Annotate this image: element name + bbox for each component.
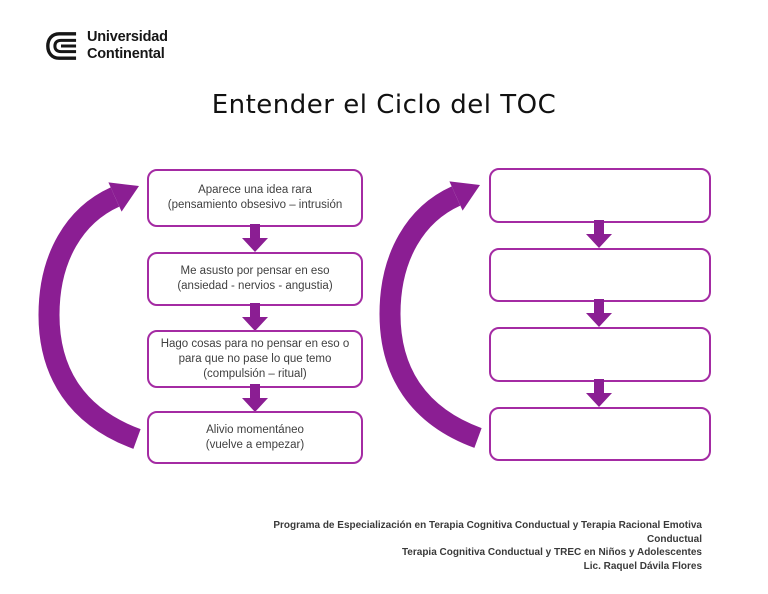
flow-box-me-asusto: Me asusto por pensar en eso (ansiedad - … xyxy=(147,252,363,306)
box-text-line: Aparece una idea rara xyxy=(198,184,312,196)
box-text-line: (vuelve a empezar) xyxy=(205,438,305,451)
down-arrow-icon xyxy=(242,224,268,252)
down-arrow-icon xyxy=(242,384,268,412)
box-text-line: Hago cosas para no pensar en eso o xyxy=(160,337,350,350)
university-logo: Universidad Continental xyxy=(45,28,168,64)
logo-text: Universidad Continental xyxy=(87,29,168,63)
footer-line: Programa de Especialización en Terapia C… xyxy=(273,520,702,545)
footer-line: Lic. Raquel Dávila Flores xyxy=(583,560,702,572)
logo-line2: Continental xyxy=(87,46,165,62)
box-text-line: para que no pase lo que temo xyxy=(178,352,332,365)
box-text-line: Me asusto por pensar en eso xyxy=(180,265,330,277)
box-text-line: (pensamiento obsesivo – intrusión xyxy=(167,199,343,211)
box-text-line: (ansiedad - nervios - angustia) xyxy=(177,280,333,292)
flow-box-idea-rara: Aparece una idea rara (pensamiento obses… xyxy=(147,169,363,227)
logo-line1: Universidad xyxy=(87,29,168,45)
flow-box-empty-3 xyxy=(489,327,711,382)
page-title: Entender el Ciclo del TOC xyxy=(211,90,557,120)
box-text-line: (compulsión – ritual) xyxy=(203,367,307,380)
universidad-continental-logo-icon xyxy=(46,32,77,60)
down-arrow-icon xyxy=(242,303,268,331)
flow-box-empty-2 xyxy=(489,248,711,302)
footer-credits: Programa de Especialización en Terapia C… xyxy=(222,519,702,573)
flow-box-empty-1 xyxy=(489,168,711,223)
box-text-line: Alivio momentáneo xyxy=(206,423,304,436)
flow-box-alivio: Alivio momentáneo (vuelve a empezar) xyxy=(147,411,363,464)
down-arrow-icon xyxy=(586,299,612,327)
down-arrow-icon xyxy=(586,379,612,407)
flow-box-empty-4 xyxy=(489,407,711,461)
cycle-arrow-icon xyxy=(379,181,482,448)
cycle-arrow-icon xyxy=(38,182,141,449)
flow-box-hago-cosas: Hago cosas para no pensar en eso o para … xyxy=(147,330,363,388)
footer-line: Terapia Cognitiva Conductual y TREC en N… xyxy=(401,547,702,558)
down-arrow-icon xyxy=(586,220,612,248)
